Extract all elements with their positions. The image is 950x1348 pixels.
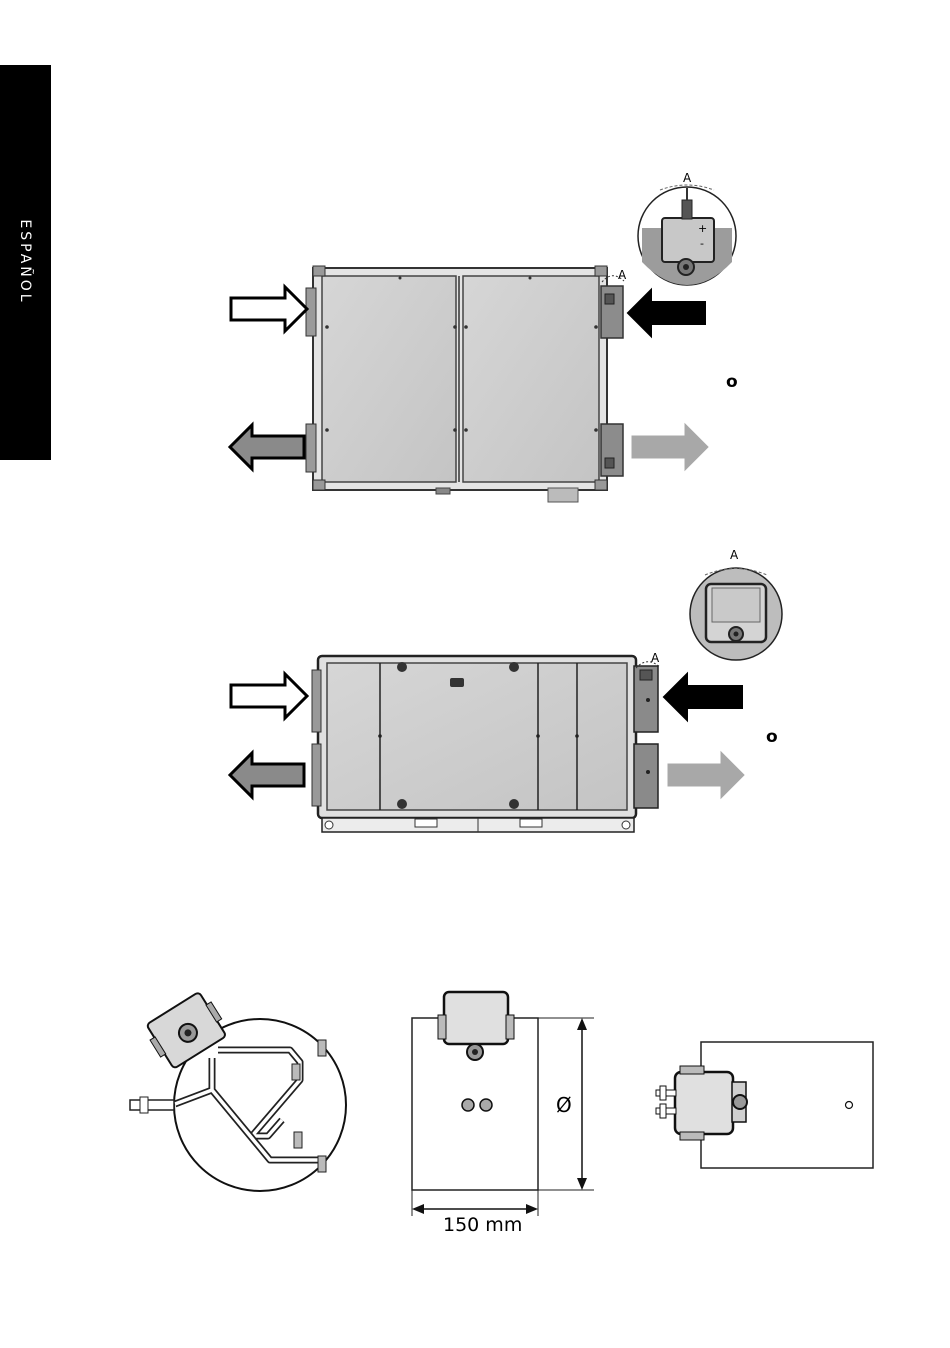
figure2-arrow-extract-out [230, 753, 304, 797]
figure1-detail-callout [638, 185, 736, 285]
figure1-callout-label: A [683, 171, 692, 185]
figure3-rect-duct-view [656, 1042, 873, 1168]
figure1-note: o [726, 372, 738, 392]
figure3-round-duct-view [130, 989, 346, 1191]
figure2-note: o [766, 727, 778, 747]
figure1-arrow-extract-out [230, 425, 304, 469]
figure2-unit-label: A [651, 651, 660, 665]
figure2-arrow-exhaust-out [668, 752, 744, 798]
figure3-diameter-symbol: Ø [556, 1093, 572, 1117]
figure1-unit-label: A [618, 268, 627, 282]
figure1-unit-drawing [306, 266, 624, 502]
figure2-detail-callout [690, 568, 782, 660]
figure1-arrow-outdoor-in [628, 290, 705, 336]
figure2-arrow-outdoor-in [664, 674, 742, 720]
figure3-width-dimension: 150 mm [443, 1214, 522, 1236]
figure1-arrow-exhaust-out [632, 424, 708, 470]
figure1-arrow-supply-in [231, 287, 307, 331]
figure2-callout-label: A [730, 548, 739, 562]
figure2-unit-drawing [312, 656, 660, 832]
figure1-minus-sign: - [700, 237, 704, 250]
figure2-arrow-supply-in [231, 674, 307, 718]
figure1-plus-sign: + [698, 222, 707, 235]
